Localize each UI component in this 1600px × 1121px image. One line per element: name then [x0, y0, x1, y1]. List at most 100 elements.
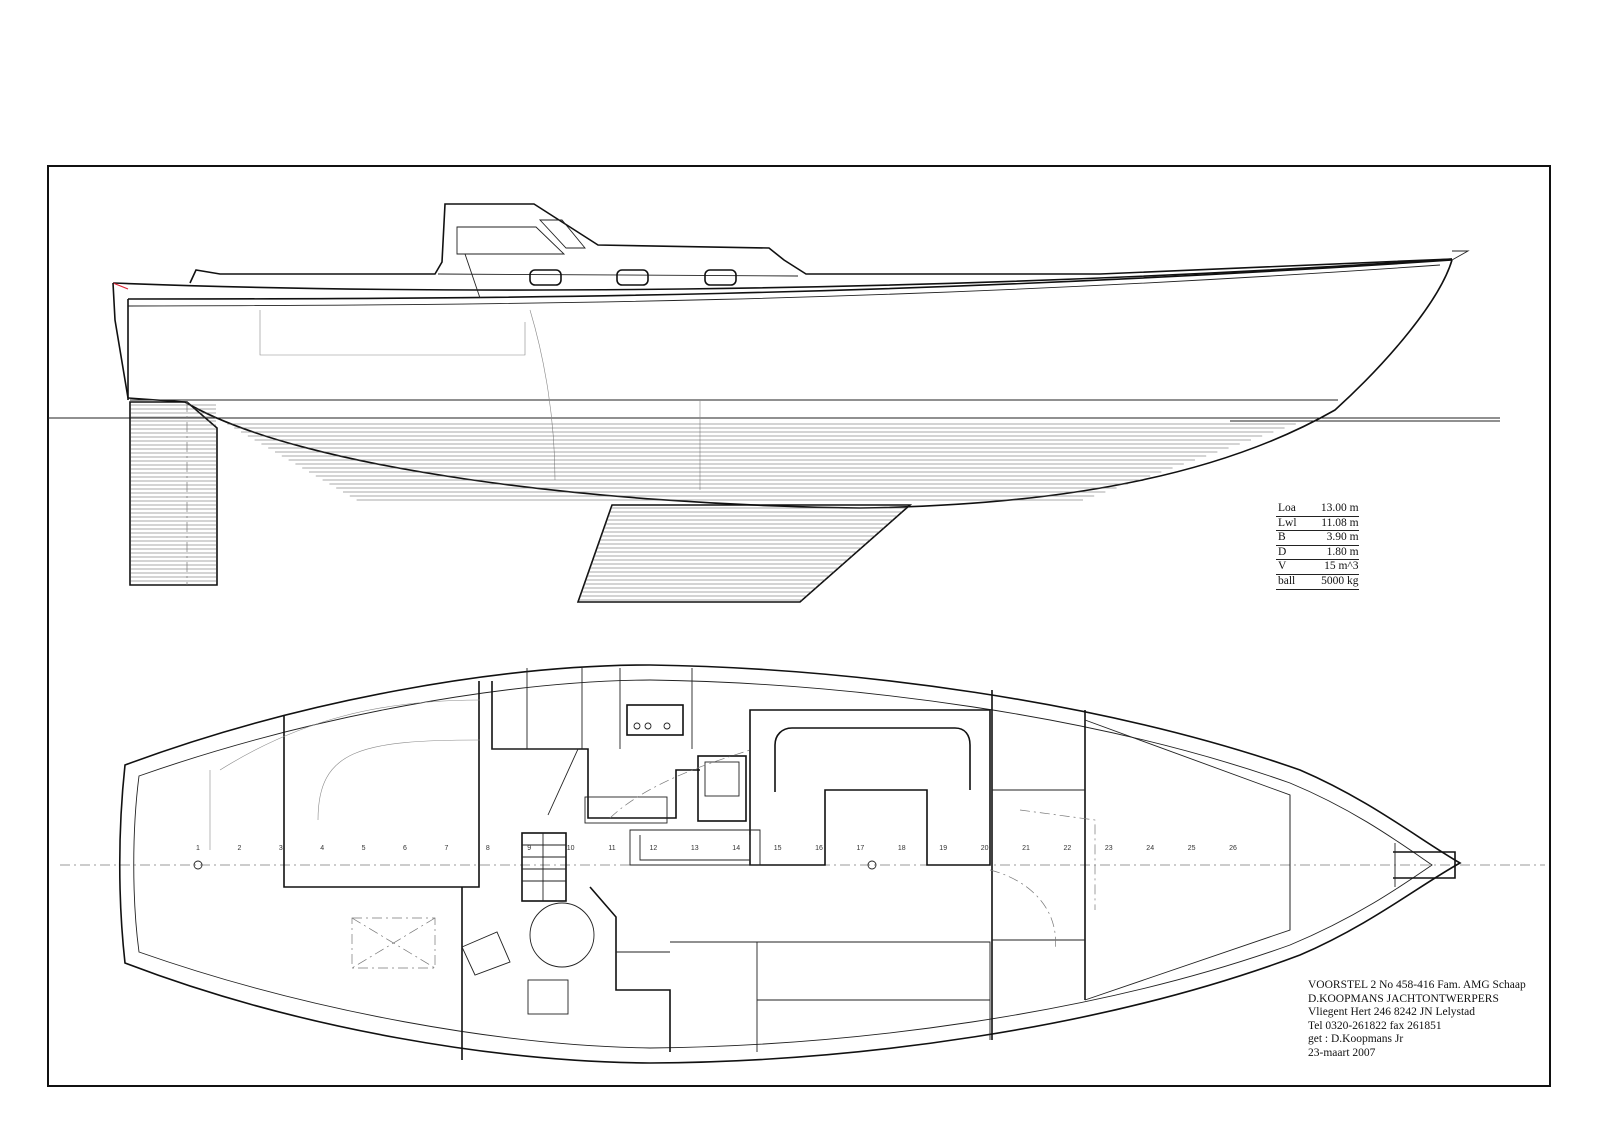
door-arc: [989, 869, 1056, 951]
interior-outline: [259, 310, 526, 356]
port-bulkhead: [589, 886, 671, 1052]
saloon-settee-back: [774, 727, 971, 792]
chart-table-top: [704, 761, 740, 797]
stove-burner: [633, 722, 641, 730]
bow-fitting: [1393, 851, 1456, 879]
hull-bottom: [127, 259, 1453, 509]
aft-locker: [351, 917, 436, 969]
station-label: 6: [403, 845, 407, 852]
companionway: [521, 832, 567, 902]
spec-value: 5000 kg: [1296, 574, 1359, 590]
saloon-table-inner: [639, 835, 751, 861]
cockpit: [283, 681, 480, 888]
doghouse-window: [456, 226, 566, 255]
spec-value: 13.00 m: [1296, 502, 1359, 517]
porthole: [529, 269, 562, 286]
station-label: 19: [939, 845, 947, 852]
title-line-drawn-by: get : D.Koopmans Jr: [1308, 1033, 1404, 1046]
station-label: 23: [1105, 845, 1113, 852]
hull-hatching: [227, 423, 1296, 501]
title-block: VOORSTEL 2 No 458-416 Fam. AMG Schaap D.…: [1308, 979, 1526, 1061]
rudder: [129, 401, 218, 586]
station-label: 24: [1146, 845, 1154, 852]
station-label: 13: [691, 845, 699, 852]
galley-counter: [584, 796, 668, 824]
forehatch: [1019, 809, 1096, 910]
title-line-address: Vliegent Hert 246 8242 JN Lelystad: [1308, 1006, 1476, 1019]
stove-burner: [663, 722, 671, 730]
mast-step: [867, 860, 877, 870]
hull-outline: [118, 664, 1462, 1064]
station-label: 22: [1064, 845, 1072, 852]
aft-marker: [193, 860, 203, 870]
title-line-project: VOORSTEL 2 No 458-416 Fam. AMG Schaap: [1308, 979, 1526, 991]
transom-mark: [112, 282, 129, 290]
coachroof-base: [437, 273, 799, 277]
station-label: 11: [608, 845, 615, 852]
title-line-phone: Tel 0320-261822 fax 261851: [1308, 1019, 1442, 1032]
stove: [626, 704, 684, 736]
station-label: 16: [815, 845, 823, 852]
station-label: 20: [981, 845, 989, 852]
spec-label: Loa: [1276, 502, 1297, 517]
spec-label: D: [1276, 545, 1297, 561]
station-label: 10: [567, 845, 575, 852]
station-label: 7: [444, 845, 448, 852]
sheer-line: [112, 258, 1453, 291]
rubbing-strake: [127, 264, 1441, 307]
saloon-settee: [749, 709, 991, 866]
station-label: 18: [898, 845, 906, 852]
heads: [527, 979, 569, 1015]
station-label: 4: [320, 845, 324, 852]
spec-value: 3.90 m: [1296, 530, 1359, 546]
cockpit-ghost: [219, 699, 481, 771]
gunwale-line: [127, 259, 1453, 300]
porthole: [704, 269, 737, 286]
station-label: 14: [732, 845, 740, 852]
galley-corner: [492, 748, 579, 816]
doghouse-front-window: [538, 219, 586, 249]
aft-cabin: [670, 941, 758, 1052]
station-label: 9: [527, 845, 531, 852]
station-label: 2: [237, 845, 241, 852]
station-label: 12: [650, 845, 658, 852]
station-label: 3: [279, 845, 283, 852]
spec-label: B: [1276, 530, 1297, 546]
station-label: 1: [196, 845, 200, 852]
transom: [112, 282, 129, 399]
mast-column: [529, 902, 595, 968]
profile-view: [48, 203, 1500, 603]
deck-edge: [133, 679, 1433, 1049]
saloon-table: [629, 829, 761, 866]
spec-value: 1.80 m: [1296, 545, 1359, 561]
station-label: 5: [362, 845, 366, 852]
spec-label: ball: [1276, 574, 1297, 590]
chart-table: [697, 755, 747, 822]
stem-head: [1451, 250, 1470, 261]
keel: [576, 504, 913, 603]
toilet: [461, 931, 511, 976]
station-label: 25: [1188, 845, 1196, 852]
title-line-date: 23-maart 2007: [1308, 1046, 1376, 1059]
station-label: 8: [486, 845, 490, 852]
cockpit-ghost2: [317, 739, 481, 821]
title-line-company: D.KOOPMANS JACHTONTWERPERS: [1308, 992, 1499, 1005]
mast-partner: [464, 253, 481, 299]
station-label: 21: [1022, 845, 1030, 852]
galley-bulkhead: [491, 681, 700, 819]
hatch-arc: [609, 749, 751, 819]
station-label: 15: [774, 845, 782, 852]
mast-line: [529, 309, 556, 481]
spec-value: 11.08 m: [1296, 516, 1359, 532]
drawing-border: [47, 165, 1551, 1087]
forepeak-berth: [1084, 719, 1291, 1001]
